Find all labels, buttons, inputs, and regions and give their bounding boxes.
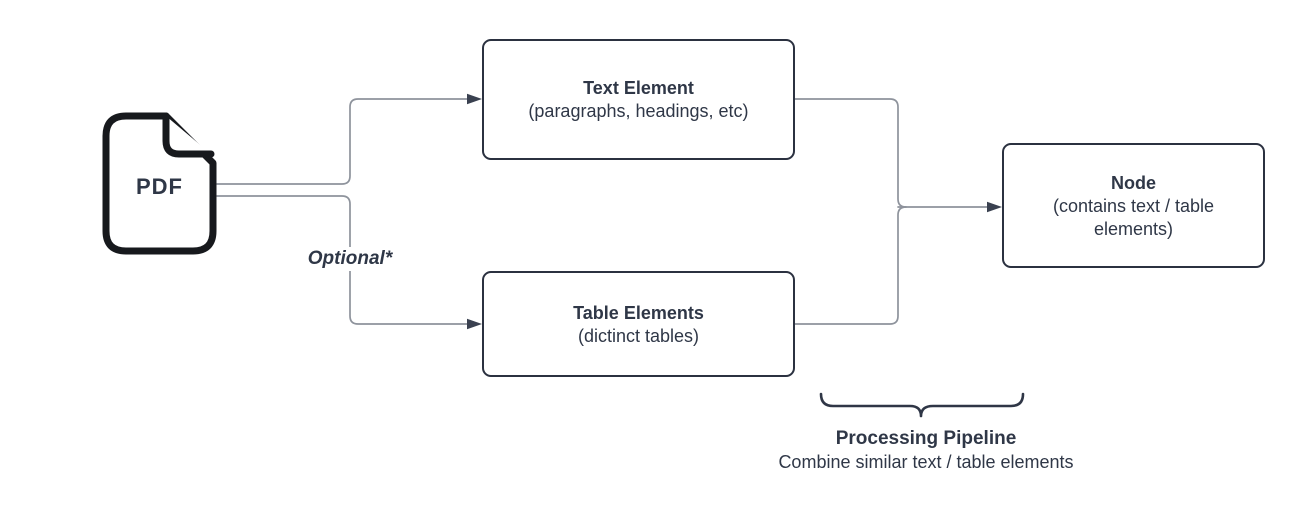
node-node-title: Node [1111,172,1156,193]
edge-text-element-to-merge [794,98,907,208]
arrowhead-into-table-elements-icon [467,318,482,330]
pipeline-caption-subtitle: Combine similar text / table elements [778,452,1074,472]
pipeline-caption-title: Processing Pipeline [835,428,1017,449]
pipeline-caption: Processing Pipeline Combine similar text… [778,427,1073,474]
node-node-subtitle: (contains text / table elements) [1052,195,1215,239]
edge-pdf-to-text-element [216,98,468,185]
edge-label-optional: Optional* [303,247,397,271]
pdf-document-fold [162,112,215,158]
node-text-element-subtitle: (paragraphs, headings, etc) [528,101,749,121]
pdf-label: PDF [136,174,183,199]
node-table-elements: Table Elements (dictinct tables) [482,271,795,377]
node-text-element-title: Text Element [583,78,694,98]
arrowhead-into-node-icon [987,201,1002,213]
edge-table-elements-to-merge [794,206,907,325]
node-node: Node (contains text / table elements) [1002,143,1265,268]
node-table-elements-subtitle: (dictinct tables) [577,325,700,346]
node-table-elements-title: Table Elements [573,302,704,323]
curly-brace-icon [819,392,1025,418]
node-text-element: Text Element (paragraphs, headings, etc) [482,39,795,160]
pdf-document-icon [102,112,217,255]
arrowhead-into-text-element-icon [467,93,482,105]
